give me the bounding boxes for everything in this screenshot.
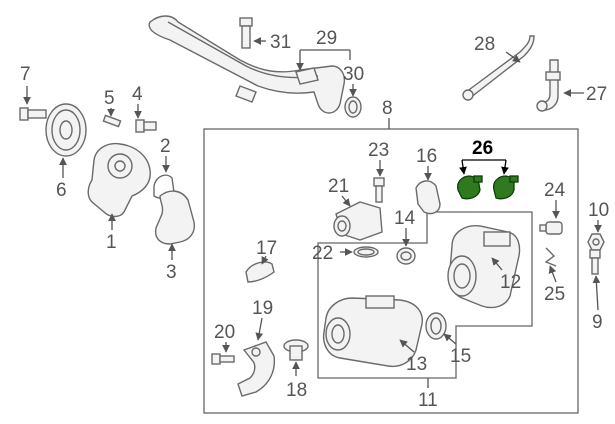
seal-14 (396, 247, 416, 265)
assembly-box-11 (317, 211, 533, 379)
bolt-9 (589, 249, 601, 275)
thermostat-housing-12 (447, 225, 521, 309)
leader-lines (23, 37, 602, 388)
callout-3: 3 (166, 262, 177, 283)
callout-17: 17 (256, 238, 277, 259)
thermostat-18 (283, 339, 309, 361)
callout-11: 11 (418, 390, 438, 411)
elbow-19 (237, 341, 276, 397)
callout-7: 7 (20, 64, 31, 85)
clip-25 (544, 247, 557, 267)
callout-21: 21 (328, 176, 349, 197)
callout-13: 13 (406, 354, 427, 375)
callout-6: 6 (56, 180, 67, 201)
callout-26: 26 (472, 138, 493, 159)
callout-14: 14 (394, 208, 416, 229)
bolt-23 (373, 177, 385, 203)
callout-31: 31 (270, 32, 291, 53)
callout-15: 15 (450, 346, 471, 367)
callout-2: 2 (160, 136, 171, 157)
o-ring-30 (344, 96, 362, 118)
stud-5 (102, 114, 122, 128)
sensor-24 (539, 221, 563, 235)
gasket-16 (415, 180, 441, 215)
highlighted-part-26b (492, 175, 519, 200)
callout-1: 1 (106, 232, 117, 253)
callout-25: 25 (544, 284, 565, 305)
callout-10: 10 (588, 200, 609, 221)
hose-28 (462, 35, 535, 101)
callout-19: 19 (252, 298, 273, 319)
callout-24: 24 (544, 180, 566, 201)
gasket-3 (154, 190, 196, 245)
callout-27: 27 (586, 84, 607, 105)
callout-30: 30 (343, 64, 364, 85)
bolt-20 (211, 353, 235, 365)
callout-22: 22 (312, 243, 333, 264)
hose-27 (536, 59, 561, 112)
water-pump-1 (87, 142, 151, 218)
callout-23: 23 (368, 140, 389, 161)
bolt-31 (239, 17, 253, 49)
seal-ring-15 (425, 312, 447, 340)
callout-5: 5 (104, 88, 115, 109)
water-outlet-13 (322, 295, 423, 368)
callout-4: 4 (132, 84, 143, 105)
callout-20: 20 (214, 322, 235, 343)
callout-8: 8 (382, 98, 393, 119)
callout-29: 29 (316, 28, 337, 49)
callout-9: 9 (592, 312, 603, 333)
pulley-6 (45, 103, 87, 157)
outlet-housing-21 (333, 201, 383, 241)
callout-18: 18 (286, 380, 307, 401)
callout-12: 12 (500, 272, 521, 293)
nut-10 (587, 233, 605, 251)
highlighted-part-26a (456, 175, 483, 200)
bolt-4 (135, 119, 157, 133)
gasket-17 (245, 261, 275, 283)
bolt-7 (19, 107, 47, 121)
assembly-box-8 (203, 128, 579, 414)
callout-16: 16 (416, 146, 437, 167)
callout-28: 28 (474, 34, 495, 55)
coolant-pipe (148, 15, 346, 114)
